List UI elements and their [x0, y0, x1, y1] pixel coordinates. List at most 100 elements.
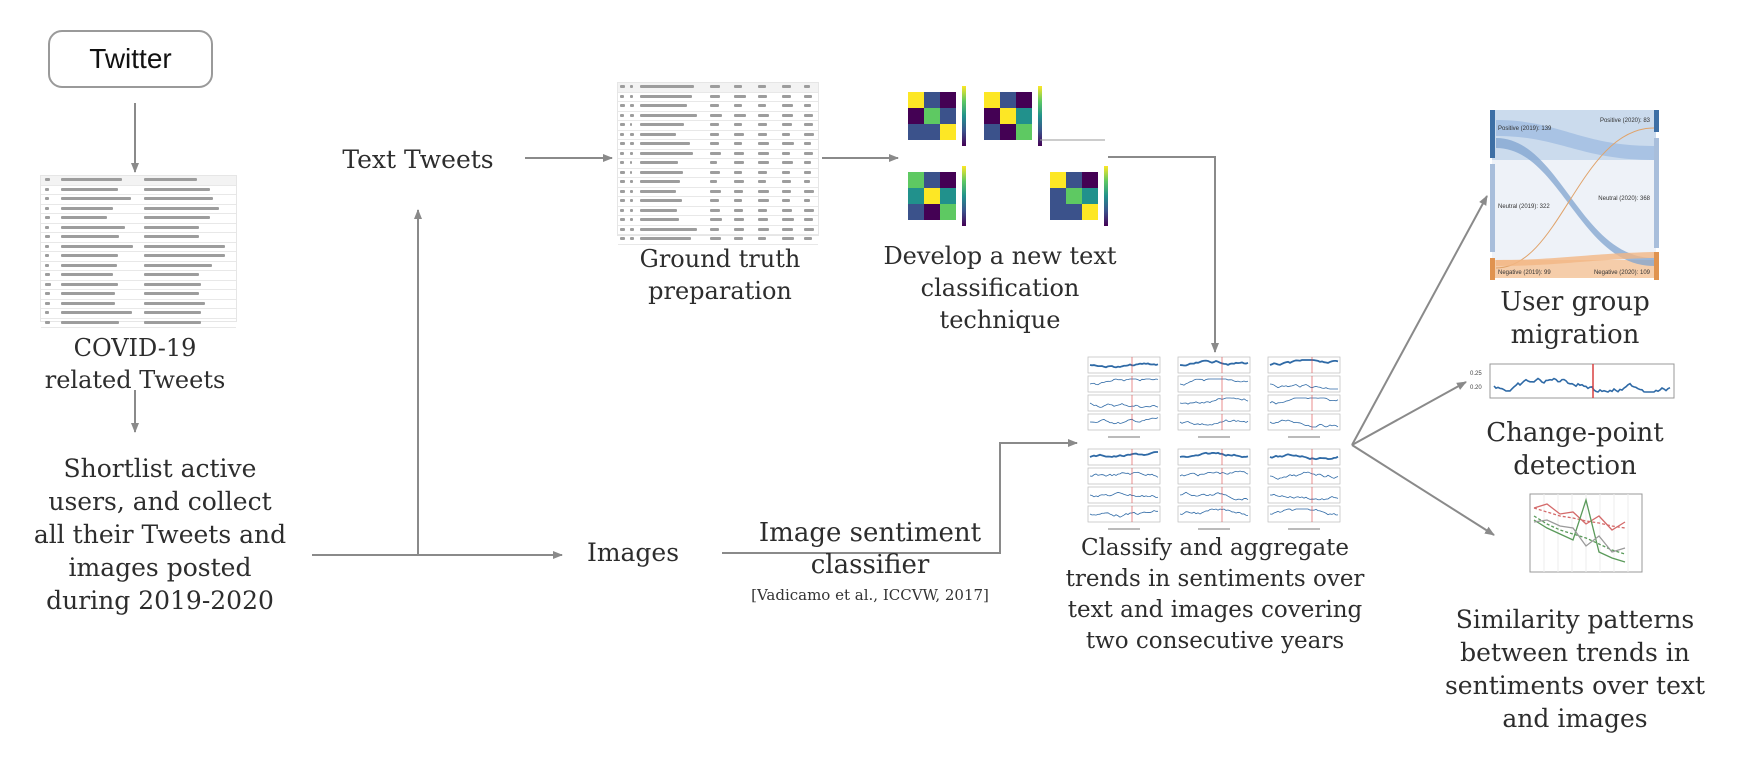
trend-line [1179, 378, 1249, 386]
cp-frame [1489, 363, 1675, 399]
images-label: Images [586, 538, 680, 567]
cm-cell [1066, 172, 1082, 188]
trend-caption [1288, 436, 1320, 438]
arrow-images-to-trends [722, 439, 1078, 554]
change-point-line: detection [1513, 451, 1637, 481]
sheet-row [41, 262, 236, 271]
sheet-row [41, 214, 236, 224]
cm-colorbar [1038, 86, 1042, 146]
trend-line [1269, 359, 1339, 366]
cm-cell [908, 204, 924, 220]
change-point-plot-thumbnail: 0.25 0.20 [1470, 363, 1675, 399]
sheet-row [618, 93, 818, 102]
covid-tweets-label: COVID-19 related Tweets [30, 332, 240, 396]
user-group-line: User group [1500, 287, 1650, 317]
cm-cell [984, 92, 1000, 108]
cm-cell [984, 108, 1000, 124]
cm-cell [1082, 204, 1098, 220]
cm-cell [984, 124, 1000, 140]
sheet-row [618, 226, 818, 235]
sheet-row [618, 131, 818, 140]
image-classifier-line: classifier [810, 550, 930, 580]
trend-panel [1177, 448, 1251, 466]
cm-cell [940, 172, 956, 188]
trend-panel [1177, 505, 1251, 523]
cm-cell [1000, 92, 1016, 108]
trend-caption [1108, 436, 1140, 438]
arrow-trends-to-changepoint [1351, 381, 1467, 446]
sheet-row [618, 102, 818, 112]
trend-line [1089, 417, 1159, 425]
cm-cell [924, 204, 940, 220]
develop-line: Develop a new text [883, 242, 1117, 270]
cm-colorbar [1104, 166, 1108, 226]
covid-tweets-line: COVID-19 [73, 334, 197, 362]
trend-line [1089, 378, 1159, 386]
trend-line [1089, 471, 1159, 478]
sim-series [1533, 497, 1626, 563]
cm-cell [908, 188, 924, 204]
trend-caption [1198, 436, 1230, 438]
trend-panel [1177, 356, 1251, 374]
develop-line: technique [939, 306, 1061, 334]
trend-line [1269, 419, 1339, 428]
shortlist-label: Shortlist active users, and collect all … [15, 452, 305, 617]
sankey-label-neu2019: Neutral (2019): 322 [1498, 204, 1550, 210]
trend-panel [1087, 505, 1161, 523]
trend-line [1179, 508, 1249, 516]
similarity-line: between trends in [1460, 638, 1690, 667]
sheet-row [41, 195, 236, 205]
sheet-row [618, 178, 818, 188]
trend-panel [1087, 486, 1161, 504]
text-tweets-label: Text Tweets [342, 145, 494, 174]
image-classifier-line: Image sentiment [758, 518, 982, 548]
sheet-row [41, 205, 236, 214]
cm-cell [924, 188, 940, 204]
sheet-row [41, 309, 236, 319]
trend-panel [1267, 413, 1341, 431]
sheet-row [41, 252, 236, 262]
trend-line [1269, 453, 1339, 461]
trend-line [1179, 419, 1249, 426]
trend-line [1179, 491, 1249, 501]
arrow-trends-to-sankey [1351, 195, 1488, 446]
similarity-chart-thumbnail [1529, 493, 1643, 573]
ground-truth-line: preparation [648, 277, 792, 305]
cm-cell [1050, 204, 1066, 220]
cm-cell [940, 204, 956, 220]
cm-cell [1082, 172, 1098, 188]
trend-panel [1087, 467, 1161, 485]
image-classifier-label: Image sentiment classifier [735, 517, 1005, 581]
sentiment-trends-grid-thumbnail [1087, 356, 1341, 530]
cm-cell [908, 92, 924, 108]
similarity-line: and images [1502, 704, 1648, 733]
sheet-row [618, 112, 818, 121]
trend-line [1089, 492, 1159, 498]
sheet-row [618, 121, 818, 131]
develop-label: Develop a new text classification techni… [870, 240, 1130, 336]
cm-cell [940, 92, 956, 108]
sheet-row [618, 169, 818, 178]
trend-caption [1288, 528, 1320, 530]
cm-cell [1016, 92, 1032, 108]
trend-panel [1267, 394, 1341, 412]
sim-series [1533, 519, 1626, 553]
sheet-row [618, 197, 818, 207]
shortlist-line: Shortlist active [63, 454, 257, 483]
cm-cell [1066, 204, 1082, 220]
sheet-row [41, 176, 236, 186]
image-classifier-citation: [Vadicamo et al., ICCVW, 2017] [751, 586, 989, 604]
cm-cell [1082, 188, 1098, 204]
ground-truth-line: Ground truth [639, 245, 801, 273]
sheet-row [618, 140, 818, 150]
sheet-row [41, 271, 236, 281]
trend-panel [1177, 394, 1251, 412]
shortlist-line: all their Tweets and [33, 520, 287, 549]
user-group-line: migration [1510, 320, 1640, 350]
sheet-row [618, 150, 818, 159]
sheet-row [618, 159, 818, 169]
sankey-label-pos2019: Positive (2019): 139 [1498, 126, 1552, 132]
trend-line [1179, 397, 1249, 405]
sankey-label-neg2020: Negative (2020): 109 [1594, 270, 1651, 276]
trend-line [1089, 402, 1159, 408]
